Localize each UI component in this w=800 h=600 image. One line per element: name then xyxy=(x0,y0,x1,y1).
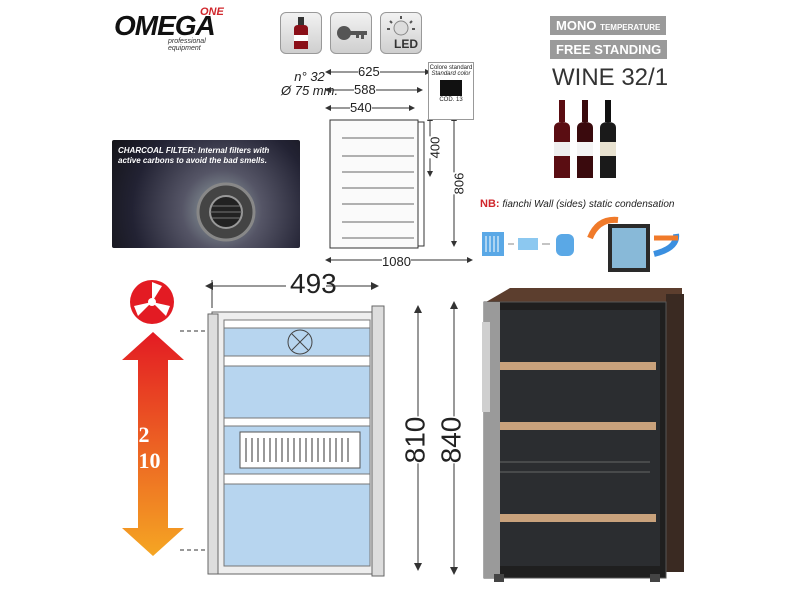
logo-wordmark: OMEGA xyxy=(114,10,216,41)
dim-840: 840 xyxy=(435,416,468,464)
dim-588: 588 xyxy=(354,82,376,97)
logo-one: ONE xyxy=(200,6,224,18)
dim-1080: 1080 xyxy=(382,254,411,269)
color-swatch xyxy=(440,80,462,96)
mono-label: MONO xyxy=(556,18,597,33)
side-drawing xyxy=(325,69,473,263)
condensation-diagram xyxy=(482,216,680,272)
wine-bottle-icon xyxy=(280,12,322,54)
temp-high: +2 xyxy=(126,422,150,447)
color-title: Colore standard xyxy=(429,65,473,71)
omega-logo: OMEGA ONE professional equipment xyxy=(108,6,233,52)
dim-400: 400 xyxy=(427,136,443,159)
nb-note: NB: fianchi Wall (sides) static condensa… xyxy=(480,198,674,210)
dim-493: 493 xyxy=(290,268,337,299)
filter-label: CHARCOAL FILTER: xyxy=(118,146,196,155)
logo-subtitle: professional equipment xyxy=(168,38,206,52)
front-drawing xyxy=(205,280,458,577)
lock-key-icon xyxy=(330,12,372,54)
wine-cooler-photo xyxy=(482,288,684,582)
dim-540: 540 xyxy=(350,100,372,115)
bottle-diameter: Ø 75 mm. xyxy=(281,83,339,98)
temperature-zone-icon xyxy=(130,280,174,324)
dim-810: 810 xyxy=(399,416,432,464)
charcoal-filter-photo xyxy=(112,140,300,248)
bottle-count: n° 32 xyxy=(294,69,325,84)
temperature-range-arrow xyxy=(122,332,184,556)
nb-prefix: NB: xyxy=(480,198,500,210)
color-code: COD. 13 xyxy=(439,97,463,103)
temp-low: +10 xyxy=(126,448,161,473)
led-label: LED xyxy=(394,37,418,51)
color-standard-box: Colore standard Standard color COD. 13 xyxy=(428,62,474,120)
charcoal-filter-caption: CHARCOAL FILTER: Internal filters with a… xyxy=(118,146,293,166)
temperature-label: TEMPERATURE xyxy=(600,23,661,32)
temperature-dashed-lines xyxy=(180,330,210,551)
nb-condensation: Wall (sides) static condensation xyxy=(534,199,675,210)
temperature-range-text: +2 +10 xyxy=(126,422,161,474)
mono-tag: MONO TEMPERATURE xyxy=(550,16,667,35)
bottle-caption: n° 32 Ø 75 mm. xyxy=(281,70,338,98)
nb-fianchi: fianchi xyxy=(502,199,532,210)
filter-description: Internal filters with active carbons to … xyxy=(118,146,270,165)
dim-806: 806 xyxy=(451,172,467,195)
free-standing-tag: FREE STANDING xyxy=(550,40,668,59)
wine-bottles-image xyxy=(554,100,616,178)
led-icon: LED xyxy=(380,12,422,54)
model-name: WINE 32/1 xyxy=(552,64,669,91)
color-subtitle: Standard color xyxy=(431,71,471,77)
dim-625: 625 xyxy=(358,64,380,79)
